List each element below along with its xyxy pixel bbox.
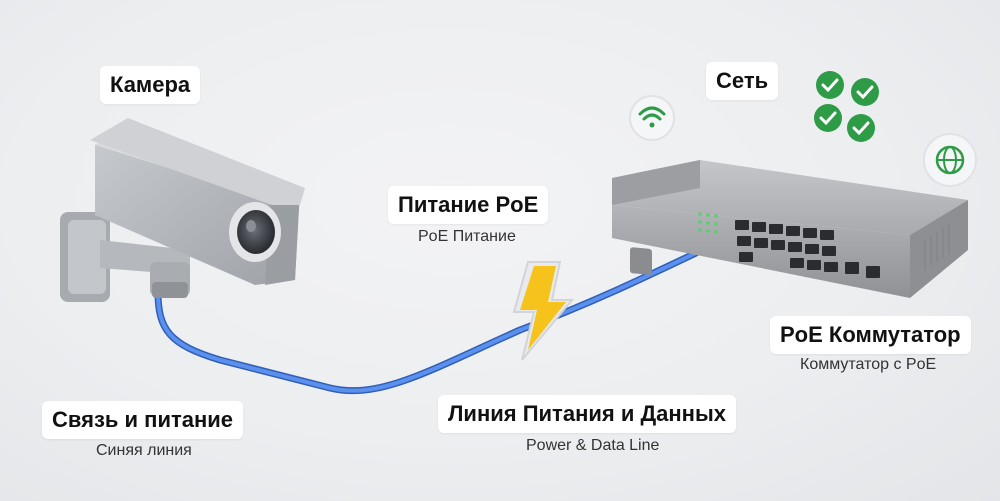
poe-switch-label: PoE Коммутатор	[770, 316, 971, 354]
globe-icon	[923, 133, 977, 187]
wifi-icon	[629, 95, 675, 141]
lightning-bolt-icon	[512, 261, 575, 361]
power-data-line-label: Линия Питания и Данных	[438, 395, 736, 433]
camera-label: Камера	[100, 66, 201, 104]
poe-switch	[612, 160, 968, 298]
link-power-sublabel: Синяя линия	[96, 442, 192, 459]
check-icon	[814, 71, 879, 142]
poe-power-sublabel: PoE Питание	[418, 228, 516, 245]
network-label: Сеть	[706, 62, 779, 100]
poe-power-label: Питание PoE	[388, 186, 549, 224]
poe-switch-sublabel: Коммутатор с PoE	[800, 356, 937, 373]
power-data-line-sublabel: Power & Data Line	[526, 437, 660, 454]
link-power-label: Связь и питание	[42, 401, 244, 439]
camera	[60, 118, 305, 302]
